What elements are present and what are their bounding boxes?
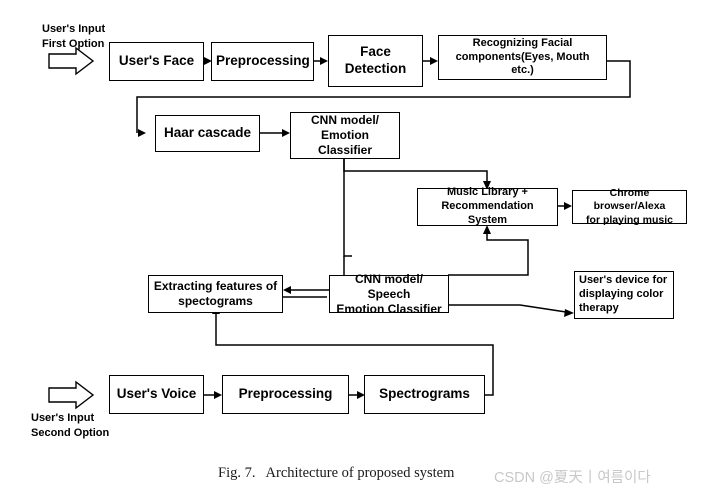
node-user-device-color-therapy-label: User's device for displaying color thera… [579,274,668,314]
edge-cnnspeech-to-extracting [283,286,330,294]
edge-cnnemotion-to-musiclibrary [343,159,491,190]
node-chrome-browser[interactable]: Chrome browser/Alexa for playing music [572,187,687,226]
node-user-device-color-therapy[interactable]: User's device for displaying color thera… [574,271,674,319]
node-users-face-label: User's Face [118,53,195,69]
edge-cnnemotion-down-branch [343,159,352,257]
input-arrow-first [48,46,95,76]
edge-cnnspeech-to-musiclibrary [448,225,529,276]
input-arrow-second [48,380,95,410]
node-preprocessing-2[interactable]: Preprocessing [222,375,349,414]
node-users-voice[interactable]: User's Voice [109,375,204,414]
edge-haar-to-cnnemotion [259,129,290,137]
node-face-detection[interactable]: Face Detection [328,35,423,87]
node-chrome-browser-label: Chrome browser/Alexa for playing music [586,187,673,226]
label-users-input-first: User's Input First Option [42,23,106,50]
node-spectrograms[interactable]: Spectrograms [364,375,485,414]
node-extracting-features-label: Extracting features of spectograms [153,279,278,308]
node-music-library[interactable]: Music Library + Recommendation System [417,186,558,226]
node-users-face[interactable]: User's Face [109,42,204,81]
edge-preprocessing2-to-spectrograms [348,391,365,399]
figure-caption: Fig. 7. Architecture of proposed system [218,465,455,481]
edge-musiclibrary-to-chrome [558,202,572,210]
node-cnn-emotion-classifier-label: CNN model/ Emotion Classifier [310,113,379,157]
node-haar-cascade-label: Haar cascade [163,125,252,141]
node-haar-cascade[interactable]: Haar cascade [155,115,260,152]
node-face-detection-label: Face Detection [344,44,407,76]
edge-cnnspeech-to-userdevice [448,304,574,317]
node-cnn-speech-classifier[interactable]: CNN model/ Speech Emotion Classifier [329,272,449,316]
node-cnn-speech-classifier-label: CNN model/ Speech Emotion Classifier [336,271,442,316]
node-preprocessing-1[interactable]: Preprocessing [211,42,314,81]
label-users-input-second: User's Input Second Option [31,412,110,439]
node-spectrograms-label: Spectrograms [379,386,470,402]
edge-preprocessing-to-facedetection [313,57,328,65]
node-extracting-features[interactable]: Extracting features of spectograms [148,275,283,313]
node-recognizing-facial-components-label: Recognizing Facial components(Eyes, Mout… [455,36,590,77]
node-preprocessing-2-label: Preprocessing [238,386,333,402]
watermark-text: CSDN @夏天丨여름이다 [494,470,651,486]
node-cnn-emotion-classifier[interactable]: CNN model/ Emotion Classifier [290,112,400,159]
node-music-library-label: Music Library + Recommendation System [441,186,534,226]
node-users-voice-label: User's Voice [116,386,197,402]
edge-recognizing-to-haar [136,60,631,137]
edge-facedetection-to-recognizing [422,57,438,65]
edge-voice-to-preprocessing2 [203,391,222,399]
node-preprocessing-1-label: Preprocessing [216,53,310,69]
node-recognizing-facial-components[interactable]: Recognizing Facial components(Eyes, Mout… [438,35,607,80]
